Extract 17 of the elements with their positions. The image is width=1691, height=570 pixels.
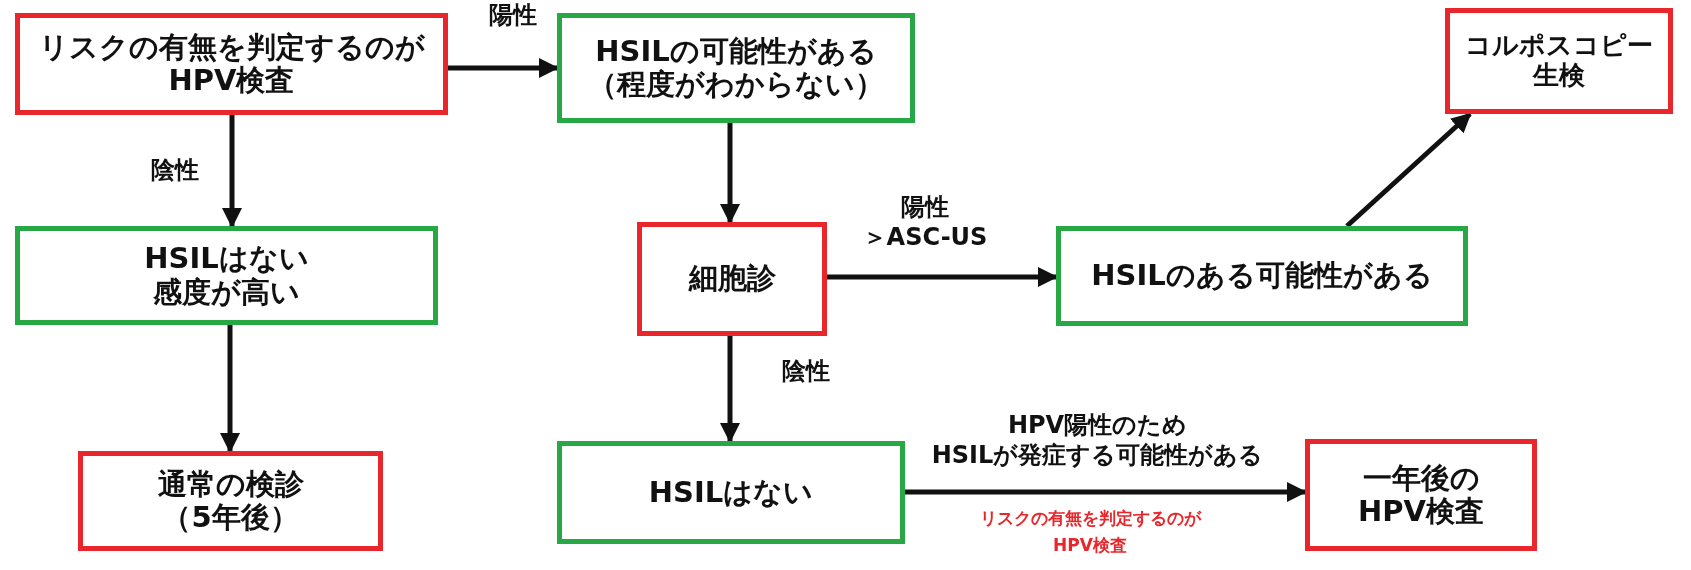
arrow bbox=[720, 336, 740, 443]
arrow bbox=[220, 325, 240, 453]
arrow bbox=[448, 58, 559, 78]
arrow bbox=[827, 267, 1058, 287]
arrow bbox=[720, 123, 740, 224]
arrow bbox=[222, 115, 242, 228]
arrow bbox=[1345, 112, 1472, 228]
result-box: HSILのある可能性がある bbox=[1056, 226, 1468, 326]
result-box: HSILの可能性がある（程度がわからない） bbox=[557, 13, 915, 123]
result-box: HSILはない感度が高い bbox=[15, 226, 438, 325]
result-box: HSILはない bbox=[557, 441, 905, 544]
test-box: 一年後のHPV検査 bbox=[1305, 439, 1537, 551]
test-box: 細胞診 bbox=[637, 222, 827, 336]
test-box: 通常の検診（5年後） bbox=[78, 451, 383, 551]
arrow bbox=[905, 482, 1307, 502]
test-box: リスクの有無を判定するのがHPV検査 bbox=[15, 13, 448, 115]
test-box: コルポスコピー生検 bbox=[1445, 8, 1673, 114]
